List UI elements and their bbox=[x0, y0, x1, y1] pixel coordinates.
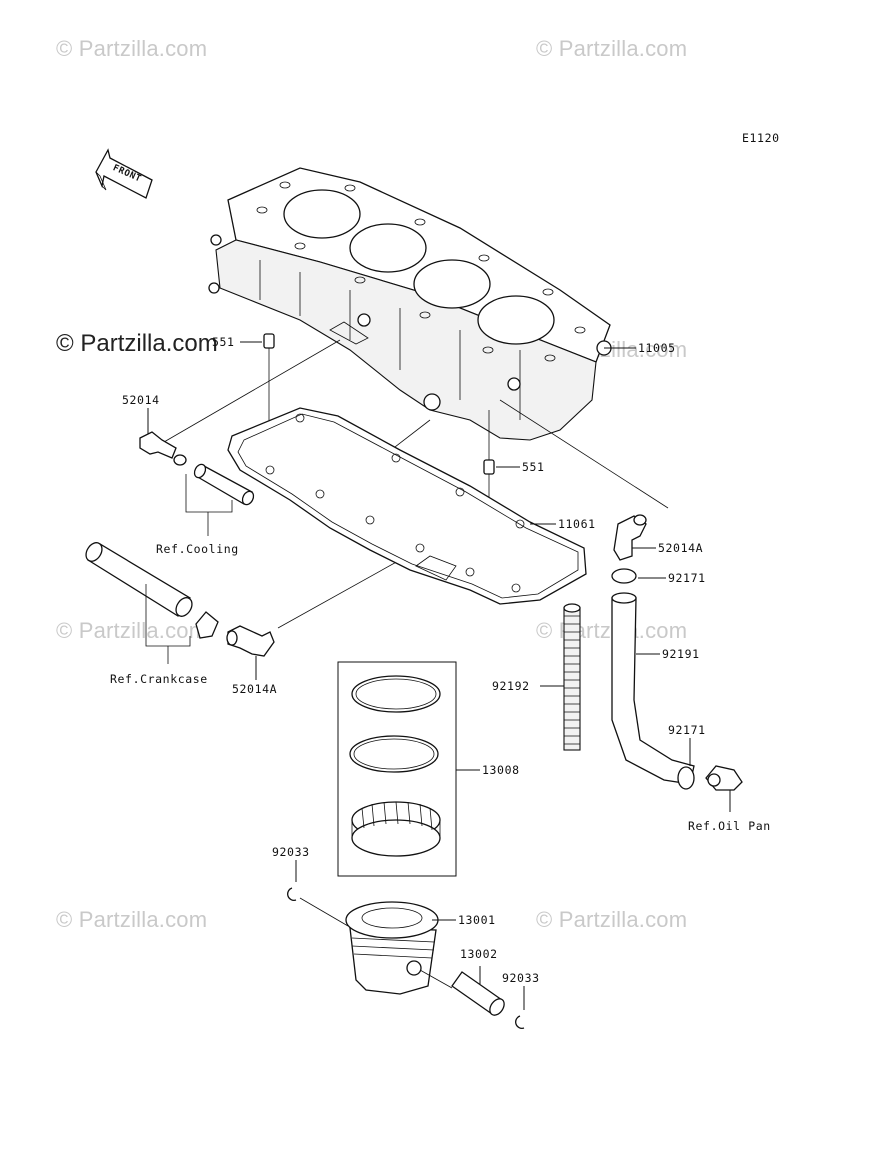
fitting-52014A-right bbox=[613, 514, 647, 561]
crankcase-hose bbox=[85, 542, 219, 639]
hose-clamp bbox=[677, 766, 695, 790]
label-13008: 13008 bbox=[482, 763, 520, 777]
cooling-hose bbox=[193, 463, 255, 506]
watermark: © Partzilla.com bbox=[536, 36, 688, 61]
diagram-code: E1120 bbox=[742, 131, 780, 145]
watermark: © Partzilla.com bbox=[56, 907, 208, 932]
label-551-mid: 551 bbox=[522, 460, 545, 474]
label-92191: 92191 bbox=[662, 647, 700, 661]
dowel-pin bbox=[263, 333, 275, 349]
label-92033-right: 92033 bbox=[502, 971, 540, 985]
fitting-52014A-left bbox=[226, 625, 275, 657]
fitting-52014 bbox=[139, 431, 187, 466]
piston-rings bbox=[349, 675, 441, 857]
label-52014A-right: 52014A bbox=[658, 541, 703, 555]
label-92171-top: 92171 bbox=[668, 571, 706, 585]
front-arrow-icon: FRONT bbox=[95, 148, 153, 199]
label-551-top: 551 bbox=[212, 335, 235, 349]
hose-clamp bbox=[611, 568, 637, 584]
cylinder-gasket bbox=[227, 407, 587, 605]
circlip bbox=[287, 887, 297, 901]
label-13002: 13002 bbox=[460, 947, 498, 961]
piston-pin bbox=[451, 971, 505, 1016]
circlip bbox=[515, 1015, 525, 1029]
ref-oil-pan: Ref.Oil Pan bbox=[688, 819, 771, 833]
label-11005: 11005 bbox=[638, 341, 676, 355]
oil-hose bbox=[611, 597, 695, 785]
label-52014A-left: 52014A bbox=[232, 682, 277, 696]
piston bbox=[345, 901, 439, 995]
ref-cooling: Ref.Cooling bbox=[156, 542, 239, 556]
ref-crankcase: Ref.Crankcase bbox=[110, 672, 208, 686]
watermark: © Partzilla.com bbox=[536, 907, 688, 932]
oil-pan-fitting bbox=[705, 765, 743, 791]
label-92171-low: 92171 bbox=[668, 723, 706, 737]
label-11061: 11061 bbox=[558, 517, 596, 531]
piston-rings-box bbox=[337, 661, 457, 877]
label-13001: 13001 bbox=[458, 913, 496, 927]
cylinder-block bbox=[208, 167, 612, 441]
dowel-pin bbox=[483, 459, 495, 475]
watermark: © Partzilla.com bbox=[56, 36, 208, 61]
label-92033-left: 92033 bbox=[272, 845, 310, 859]
breather-hose bbox=[563, 603, 581, 751]
label-52014: 52014 bbox=[122, 393, 160, 407]
watermark-dark: © Partzilla.com bbox=[56, 330, 218, 357]
watermark: © Partzilla.com bbox=[56, 618, 208, 643]
label-92192: 92192 bbox=[492, 679, 530, 693]
